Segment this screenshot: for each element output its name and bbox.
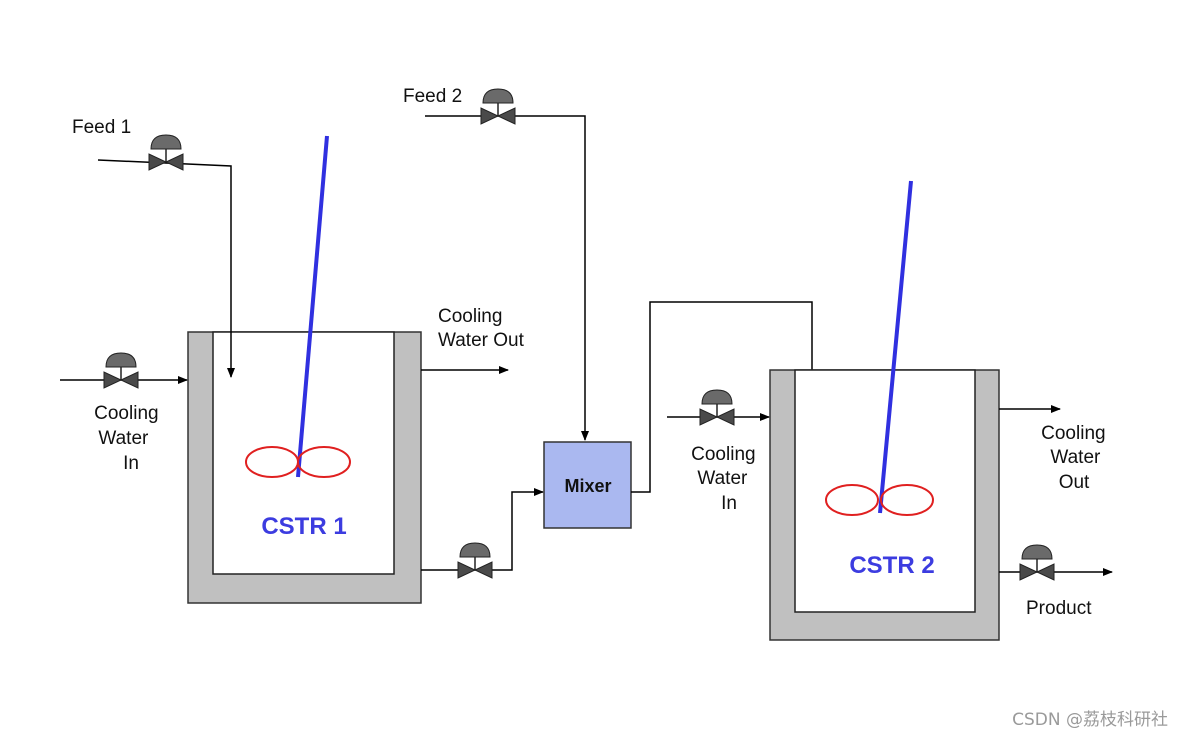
cstr1-impeller-right [297,446,351,478]
cstr2-reactor [769,369,1000,641]
cstr1-outlet-pipe [421,488,544,571]
mixer-outlet-pipe [631,301,816,493]
cstr1-label: CSTR 1 [261,513,346,540]
feed2-pipe [425,115,589,441]
cstr2-agitator-icon [825,180,934,516]
cooling-water-out-2-label: Cooling Water Out [1041,423,1111,493]
product-valve-icon[interactable] [1019,544,1055,581]
cooling-in-1-valve-icon[interactable] [103,352,139,389]
cstr2-shaft [878,180,913,514]
cstr2-impeller-left [825,484,879,516]
cooling-water-out-1-label: Cooling Water Out [438,306,525,351]
cstr1-outlet-valve-icon[interactable] [457,542,493,579]
feed1-label: Feed 1 [72,117,131,138]
cstr2-label: CSTR 2 [849,552,934,579]
feed2-label: Feed 2 [403,86,462,107]
product-label: Product [1026,598,1092,619]
mixer-box [543,441,632,529]
watermark: CSDN @荔枝科研社 [1012,710,1168,730]
feed1-pipe [97,159,235,378]
cooling-water-in-1-label: Cooling Water In [94,403,164,474]
cstr1-shaft [296,135,329,478]
cooling-water-in-2-label: Cooling Water In [691,444,761,514]
cstr2-impeller-right [880,484,934,516]
feed1-valve-icon[interactable] [148,134,184,171]
cstr1-reactor [187,331,422,604]
mixer-label: Mixer [564,476,611,496]
cooling-in-2-valve-icon[interactable] [699,389,735,426]
cstr1-agitator-icon [245,135,351,478]
feed2-valve-icon[interactable] [480,88,516,125]
